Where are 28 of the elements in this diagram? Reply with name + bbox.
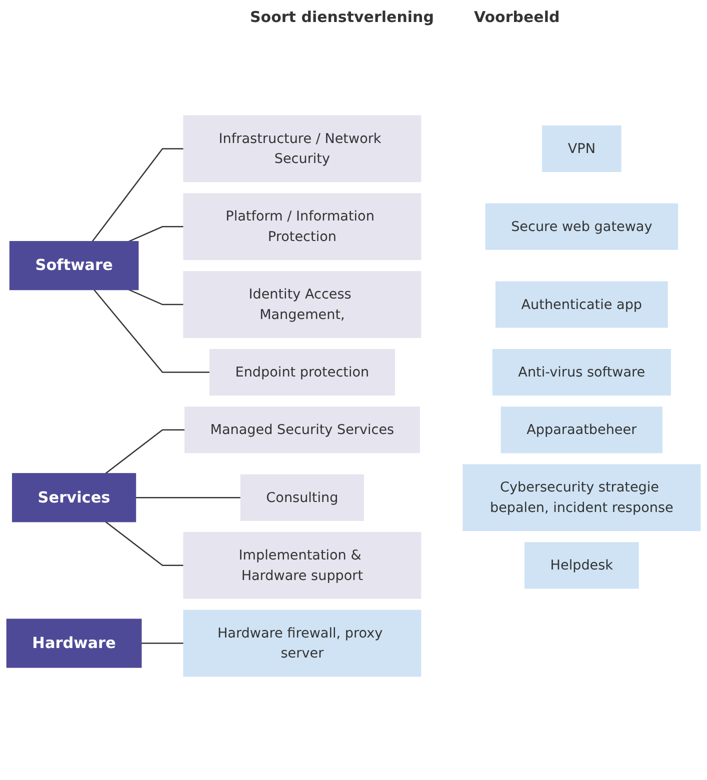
- connector: [128, 289, 184, 306]
- node-box: Identity Access Mangement,: [183, 271, 422, 338]
- connector: [92, 148, 184, 242]
- connector: [105, 429, 185, 474]
- node-box: Managed Security Services: [184, 406, 420, 454]
- node-box: Implementation & Hardware support: [183, 532, 422, 599]
- node-box: Consulting: [240, 474, 364, 521]
- connector: [94, 289, 210, 373]
- node-box: Helpdesk: [524, 542, 639, 589]
- node-box: Anti-virus software: [492, 349, 671, 396]
- connector: [136, 497, 241, 498]
- node-box: Platform / Information Protection: [183, 193, 422, 260]
- connector: [141, 642, 184, 644]
- connector: [105, 521, 184, 566]
- connector: [128, 226, 184, 242]
- node-box: Apparaatbeheer: [500, 406, 663, 454]
- node-box: Endpoint protection: [209, 349, 395, 396]
- node-box: Secure web gateway: [485, 203, 678, 250]
- node-box: VPN: [542, 125, 622, 172]
- node-box: Cybersecurity strategie bepalen, incident response: [462, 464, 701, 532]
- node-box: Infrastructure / Network Security: [183, 115, 422, 182]
- node-box: Hardware: [6, 618, 142, 668]
- node-box: Software: [9, 241, 139, 290]
- node-box: Authenticatie app: [495, 281, 668, 328]
- node-box: Hardware firewall, proxy server: [183, 610, 422, 677]
- column-heading: Voorbeeld: [474, 8, 560, 26]
- node-box: Services: [12, 473, 136, 522]
- column-heading: Soort dienstverlening: [250, 8, 434, 26]
